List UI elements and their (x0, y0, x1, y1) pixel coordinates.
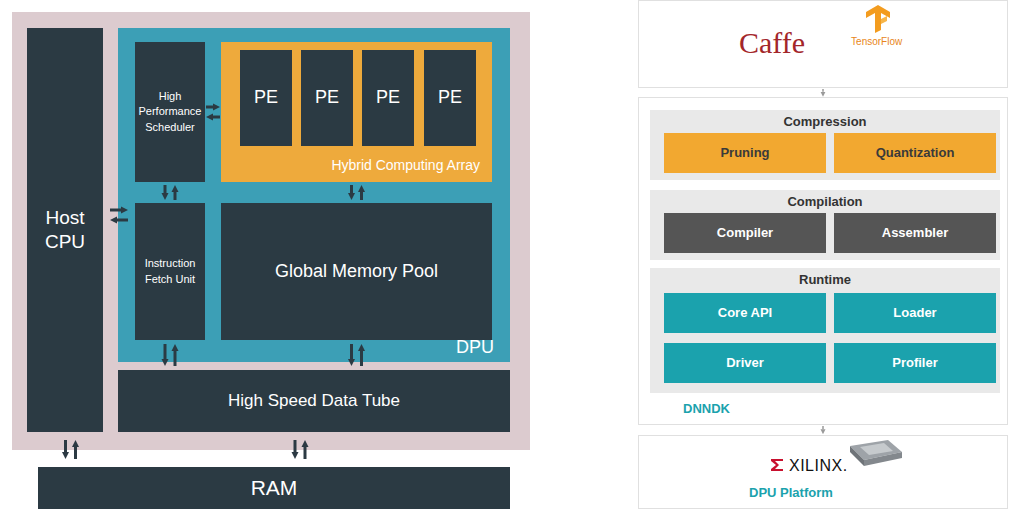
pe-block: PE (362, 50, 414, 146)
node-label: High Speed Data Tube (228, 391, 400, 411)
chip-image (850, 440, 902, 466)
arrow-line (294, 440, 297, 452)
node-label: Profiler (892, 355, 938, 371)
arrow-line (110, 209, 121, 212)
node-label: PE (376, 87, 400, 109)
arrow-line (174, 192, 177, 200)
tool-box: Compiler (664, 213, 826, 253)
pe-block: PE (424, 50, 476, 146)
node-label: Core API (718, 305, 772, 321)
xilinx-logo (771, 459, 783, 471)
flow-arrow (823, 426, 824, 429)
bidirectional-arrow (110, 210, 128, 220)
arrow-line (360, 351, 363, 366)
arrow-line (117, 219, 128, 222)
scheduler-block: High Performance Scheduler (135, 42, 205, 182)
node-label: TensorFlow (851, 36, 902, 48)
node-label: PE (438, 87, 462, 109)
node-label: DPU (456, 337, 494, 359)
bidirectional-arrow (206, 107, 220, 117)
node-label: RAM (251, 475, 298, 500)
host-cpu-block: Host CPU (27, 28, 103, 432)
framework-box: Caffe TensorFlow (638, 0, 1008, 88)
tool-box: Loader (834, 293, 996, 333)
memory-pool-block: Global Memory Pool (221, 203, 492, 340)
node-label: Quantization (876, 145, 955, 161)
tensorflow-logo (866, 5, 890, 33)
arrow-line (164, 185, 167, 193)
node-label: Driver (726, 355, 764, 371)
node-label: PE (315, 87, 339, 109)
node-label: XILINX. (789, 456, 848, 475)
section-band: Pruning Quantization Compression (650, 110, 1000, 180)
bidirectional-arrow (295, 440, 305, 459)
node-label: DNNDK (683, 401, 730, 417)
node-label: High Performance Scheduler (138, 89, 202, 135)
bidirectional-arrow (352, 185, 362, 200)
bidirectional-arrow (165, 185, 175, 200)
node-label: Runtime (799, 272, 851, 288)
section-band: Core API LoaderDriver Profiler Runtime (650, 268, 1000, 393)
section-band: Compiler Assembler Compilation (650, 190, 1000, 260)
tool-box: Profiler (834, 343, 996, 383)
arrow-line (164, 344, 167, 359)
node-label: Compiler (717, 225, 773, 241)
arrow-line (822, 89, 824, 92)
tool-box: Core API (664, 293, 826, 333)
dnndk-panel: Pruning Quantization CompressionCompiler As… (638, 97, 1008, 425)
node-label: Caffe (739, 25, 805, 61)
arrow-line (822, 426, 824, 429)
ram-block: RAM (38, 467, 510, 509)
arrow-line (304, 447, 307, 459)
flow-arrow (823, 89, 824, 92)
board-outline (12, 12, 530, 450)
node-label: Global Memory Pool (275, 261, 438, 283)
arrow-line (350, 344, 353, 359)
pe-block: PE (240, 50, 292, 146)
node-label: Pruning (720, 145, 769, 161)
node-label: PE (254, 87, 278, 109)
data-tube-block: High Speed Data Tube (118, 370, 510, 432)
arrow-line (213, 116, 220, 119)
arrow-line (360, 192, 363, 200)
bidirectional-arrow (352, 344, 362, 366)
tool-box: Pruning (664, 133, 826, 173)
arrow-line (206, 106, 213, 109)
bidirectional-arrow (165, 344, 175, 366)
node-label: Instruction Fetch Unit (138, 256, 202, 287)
tool-box: Assembler (834, 213, 996, 253)
node-label: Host CPU (29, 206, 101, 254)
dpu-region: High Performance Scheduler PE PE PE PE Hybrid… (118, 28, 510, 362)
computing-array: PE PE PE PE Hybrid Computing Array (221, 42, 492, 182)
platform-box: XILINX. DPU Platform (638, 435, 1008, 509)
fetch-unit-block: Instruction Fetch Unit (135, 203, 205, 340)
node-label: Assembler (882, 225, 948, 241)
bidirectional-arrow (66, 440, 76, 459)
arrow-line (74, 447, 77, 459)
pe-block: PE (301, 50, 353, 146)
tool-box: Quantization (834, 133, 996, 173)
arrow-line (350, 185, 353, 193)
node-label: DPU Platform (749, 485, 833, 501)
node-label: Compilation (787, 194, 862, 210)
node-label: Loader (893, 305, 936, 321)
node-label: Compression (783, 114, 866, 130)
node-label: Hybrid Computing Array (331, 157, 480, 174)
arrow-line (64, 440, 67, 452)
tool-box: Driver (664, 343, 826, 383)
arrow-line (174, 351, 177, 366)
